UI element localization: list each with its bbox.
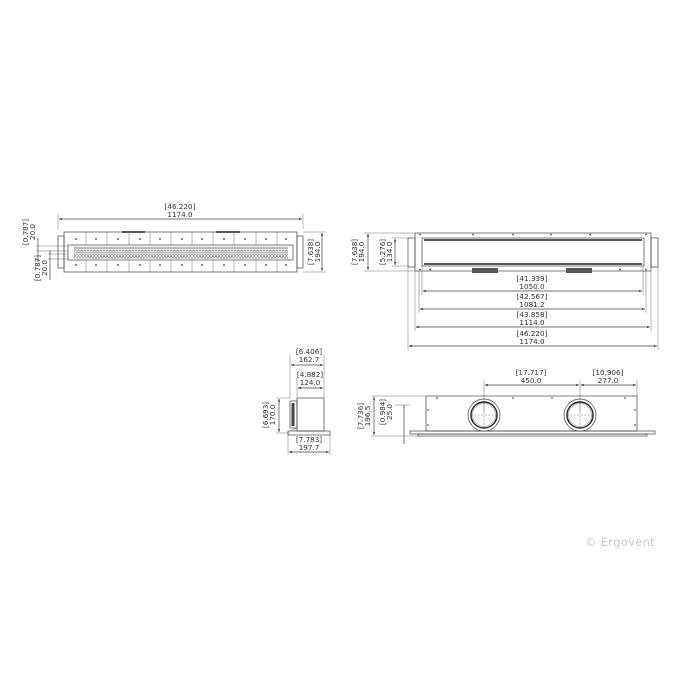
front-inner-height-mm: 134.0 [385,241,394,262]
top-offset-bottom-in: [0.787] [33,255,42,281]
top-view: [46.220] 1174.0 [21,202,326,281]
top-width-in: [46.220] [165,202,196,211]
side-height-in: [6.693] [261,402,270,428]
front-dim-3-in: [43.858] [517,310,548,319]
front-dim-3-mm: 1114.0 [519,318,545,327]
side-depth-in: [6.406] [296,347,322,356]
rear-view: [17.717] 450.0 [10.906] 277.0 [356,368,656,444]
top-height-in: [7.638] [306,239,315,265]
front-dim-1-in: [41.339] [517,274,548,283]
rear-spacing-mm: 450.0 [521,376,542,385]
front-height-in: [7.638] [350,239,359,265]
spigot-left [467,398,501,432]
side-base-in: [7.783] [296,435,322,444]
side-inner-depth-in: [4.882] [297,370,323,379]
front-dim-4-mm: 1174.0 [519,337,545,346]
front-dim-2-in: [42.567] [517,292,548,301]
rear-offset-in: [10.906] [593,368,624,377]
watermark-copyright: © Ergovent [585,535,655,549]
side-base-mm: 197.7 [299,443,320,452]
front-view: [7.638] 194.0 [5.276] 134.0 [41.339] 105… [350,232,659,350]
rear-spacing-in: [17.717] [516,368,547,377]
rear-offset-mm: 277.0 [598,376,619,385]
side-height-mm: 170.0 [268,404,277,425]
side-inner-depth-mm: 124.0 [300,378,321,387]
front-dim-4-in: [46.220] [517,329,548,338]
rear-flange-mm: 25.0 [385,404,394,420]
top-width-mm: 1174.0 [167,210,193,219]
front-height-mm: 194.0 [357,241,366,262]
side-view: [6.406] 162.7 [4.882] 124.0 [6.693] 170.… [261,347,331,455]
front-dim-2-mm: 1081.2 [519,300,544,309]
top-offset-bottom-mm: 20.0 [40,260,49,276]
rear-flange-in: [0.984] [378,399,387,425]
front-inner-height-in: [5.276] [378,239,387,265]
side-depth-mm: 162.7 [299,355,320,364]
spigot-right [563,398,597,432]
top-offset-top-mm: 20.0 [28,224,37,240]
rear-height-mm: 196.5 [363,406,372,427]
rear-height-in: [7.736] [356,403,365,429]
top-height-mm: 194.0 [313,241,322,262]
top-offset-top-in: [0.787] [21,219,30,245]
front-dim-1-mm: 1050.0 [519,282,545,291]
